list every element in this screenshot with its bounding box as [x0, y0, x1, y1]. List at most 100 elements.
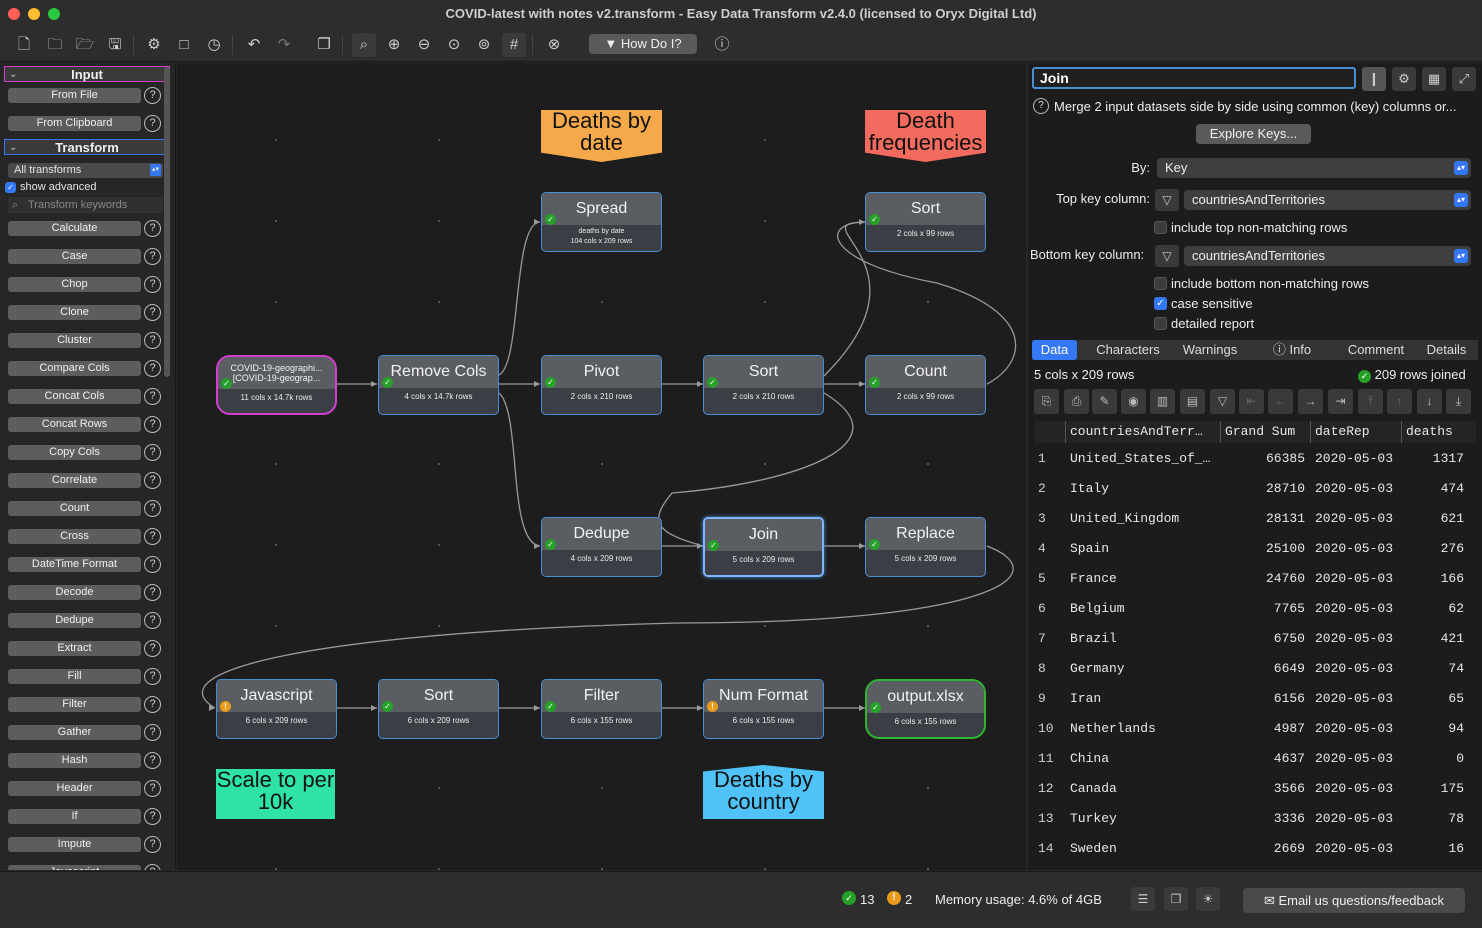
note-deaths-by-date[interactable]: Deaths by date: [541, 110, 662, 162]
note-deaths-by-country[interactable]: Deaths by country: [703, 765, 824, 819]
transform-dedupe-button[interactable]: Dedupe: [8, 613, 141, 628]
next-row-icon[interactable]: ↓: [1417, 389, 1442, 414]
tab-details[interactable]: Details: [1426, 342, 1467, 357]
input-section-header[interactable]: ⌄ Input: [4, 66, 170, 82]
tab-characters[interactable]: Characters: [1096, 342, 1160, 357]
next-column-icon[interactable]: →: [1298, 389, 1323, 414]
help-icon[interactable]: ?: [144, 220, 161, 237]
transform-cross-button[interactable]: Cross: [8, 529, 141, 544]
transform-calculate-button[interactable]: Calculate: [8, 221, 141, 236]
detailed-report-checkbox[interactable]: [1154, 317, 1167, 330]
help-icon[interactable]: ?: [144, 444, 161, 461]
help-icon[interactable]: ?: [144, 416, 161, 433]
help-icon[interactable]: ⓘ: [714, 36, 730, 53]
transform-if-button[interactable]: If: [8, 809, 141, 824]
transform-clone-button[interactable]: Clone: [8, 305, 141, 320]
transform-chop-button[interactable]: Chop: [8, 277, 141, 292]
theme-icon[interactable]: ☀: [1196, 887, 1220, 911]
column-header[interactable]: dateRep: [1311, 421, 1402, 443]
save-icon[interactable]: 🖫: [108, 36, 122, 53]
clear-icon[interactable]: ⊗: [547, 36, 561, 53]
help-icon[interactable]: ?: [144, 556, 161, 573]
open-folder-icon[interactable]: 🗀: [47, 36, 63, 53]
transform-section-header[interactable]: ⌄ Transform: [4, 139, 170, 155]
transform-datetime-format-button[interactable]: DateTime Format: [8, 557, 141, 572]
zoom-window-button[interactable]: [48, 8, 60, 20]
help-icon[interactable]: ?: [144, 332, 161, 349]
help-icon[interactable]: ?: [144, 724, 161, 741]
show-advanced-checkbox[interactable]: ✓: [5, 182, 16, 193]
previous-column-icon[interactable]: ←: [1268, 389, 1293, 414]
undo-icon[interactable]: ↶: [247, 36, 261, 53]
workflow-canvas[interactable]: Deaths by date Death frequencies Scale t…: [177, 63, 1026, 870]
last-column-icon[interactable]: ⇥: [1328, 389, 1353, 414]
help-icon[interactable]: ?: [144, 360, 161, 377]
help-icon[interactable]: ?: [144, 864, 161, 870]
redo-icon[interactable]: ↷: [277, 36, 291, 53]
settings-icon[interactable]: ⚙: [1392, 67, 1416, 91]
transform-extract-button[interactable]: Extract: [8, 641, 141, 656]
help-icon[interactable]: ?: [144, 528, 161, 545]
windows-icon[interactable]: ❐: [1164, 887, 1188, 911]
history-icon[interactable]: ◷: [207, 36, 221, 53]
by-select[interactable]: Key ▴▾: [1157, 158, 1471, 178]
stop-icon[interactable]: □: [179, 36, 189, 53]
zoom-in-icon[interactable]: ⊕: [387, 36, 401, 53]
include-top-checkbox[interactable]: [1154, 221, 1167, 234]
input-from-clipboard-button[interactable]: From Clipboard: [8, 116, 141, 131]
how-do-i-button[interactable]: ▼ How Do I?: [589, 34, 697, 54]
filter-icon[interactable]: ▽: [1155, 245, 1179, 267]
filter-icon[interactable]: ▽: [1210, 389, 1235, 414]
open-recent-icon[interactable]: 🗁: [75, 36, 95, 53]
tab-info[interactable]: ⓘ Info: [1272, 342, 1312, 357]
transform-compare-cols-button[interactable]: Compare Cols: [8, 361, 141, 376]
zoom-reset-icon[interactable]: ⊚: [477, 36, 491, 53]
transform-fill-button[interactable]: Fill: [8, 669, 141, 684]
help-icon[interactable]: ?: [144, 115, 161, 132]
transform-concat-cols-button[interactable]: Concat Cols: [8, 389, 141, 404]
minimize-window-button[interactable]: [28, 8, 40, 20]
run-icon[interactable]: ⚙: [147, 36, 161, 53]
transform-header-button[interactable]: Header: [8, 781, 141, 796]
tab-warnings[interactable]: Warnings: [1182, 342, 1238, 357]
column-header[interactable]: Grand Sum: [1221, 421, 1311, 443]
bottom-key-select[interactable]: countriesAndTerritories ▴▾: [1184, 246, 1471, 266]
node-input[interactable]: COVID-19-geographi... [COVID-19-geograp.…: [216, 355, 337, 415]
transform-copy-cols-button[interactable]: Copy Cols: [8, 445, 141, 460]
copy-icon[interactable]: ⎘: [1034, 389, 1059, 414]
help-icon[interactable]: ?: [144, 388, 161, 405]
help-icon[interactable]: ?: [144, 304, 161, 321]
column-header[interactable]: deaths: [1406, 424, 1453, 439]
help-icon[interactable]: ?: [144, 640, 161, 657]
help-icon[interactable]: ?: [144, 584, 161, 601]
help-icon[interactable]: ?: [144, 808, 161, 825]
transform-correlate-button[interactable]: Correlate: [8, 473, 141, 488]
zoom-select-icon[interactable]: ⌕: [352, 33, 376, 57]
help-icon[interactable]: ?: [144, 668, 161, 685]
help-icon[interactable]: ?: [144, 87, 161, 104]
email-feedback-button[interactable]: ✉ Email us questions/feedback: [1243, 888, 1465, 913]
table-view-icon[interactable]: ▦: [1422, 67, 1446, 91]
transform-case-button[interactable]: Case: [8, 249, 141, 264]
input-from-file-button[interactable]: From File: [8, 88, 141, 103]
transform-search-input[interactable]: ⌕ Transform keywords: [8, 197, 163, 213]
close-window-button[interactable]: [8, 8, 20, 20]
